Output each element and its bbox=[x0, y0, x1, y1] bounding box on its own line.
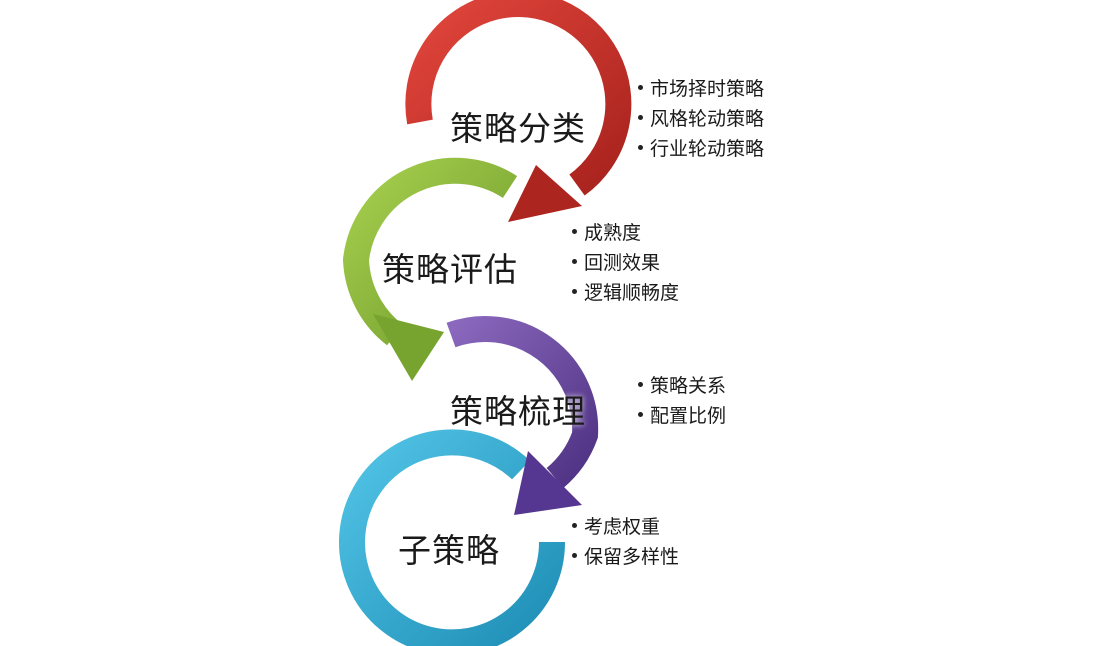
evaluation-arrow bbox=[342, 157, 518, 381]
classification-arrow bbox=[405, 0, 632, 222]
stage-label-sorting: 策略梳理 bbox=[450, 392, 586, 431]
bullet-list-sorting: 策略关系 配置比例 bbox=[638, 371, 726, 431]
list-item: 回测效果 bbox=[572, 248, 679, 278]
list-item: 策略关系 bbox=[638, 371, 726, 401]
stage-label-classification: 策略分类 bbox=[450, 109, 586, 148]
bullet-dot bbox=[572, 259, 577, 264]
bullet-dot bbox=[572, 553, 577, 558]
bullet-dot bbox=[572, 523, 577, 528]
stage-label-evaluation: 策略评估 bbox=[382, 250, 518, 289]
list-item: 配置比例 bbox=[638, 401, 726, 431]
list-item: 成熟度 bbox=[572, 218, 679, 248]
bullet-dot bbox=[572, 229, 577, 234]
stage-label-substrategy: 子策略 bbox=[398, 531, 500, 570]
bullet-dot bbox=[572, 289, 577, 294]
list-item: 行业轮动策略 bbox=[638, 134, 764, 164]
bullet-list-classification: 市场择时策略 风格轮动策略 行业轮动策略 bbox=[638, 74, 764, 164]
list-item: 考虑权重 bbox=[572, 512, 679, 542]
list-item: 风格轮动策略 bbox=[638, 104, 764, 134]
bullet-dot bbox=[638, 412, 643, 417]
bullet-dot bbox=[638, 382, 643, 387]
bullet-dot bbox=[638, 85, 643, 90]
list-item: 市场择时策略 bbox=[638, 74, 764, 104]
list-item: 保留多样性 bbox=[572, 542, 679, 572]
list-item: 逻辑顺畅度 bbox=[572, 278, 679, 308]
sorting-arrow bbox=[446, 315, 599, 515]
bullet-dot bbox=[638, 145, 643, 150]
bullet-dot bbox=[638, 115, 643, 120]
bullet-list-evaluation: 成熟度 回测效果 逻辑顺畅度 bbox=[572, 218, 679, 308]
subsystem-ring bbox=[339, 429, 566, 646]
bullet-list-substrategy: 考虑权重 保留多样性 bbox=[572, 512, 679, 572]
